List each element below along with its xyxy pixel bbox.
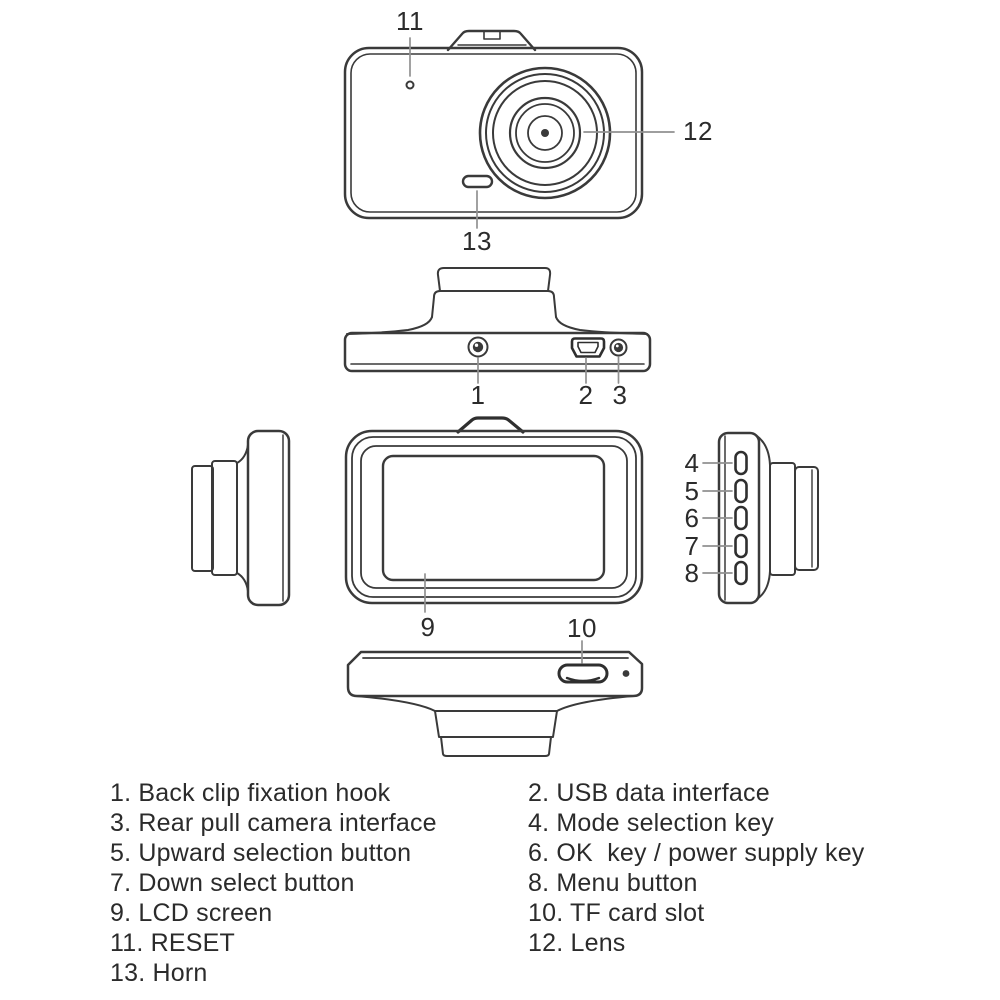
mode-key bbox=[734, 450, 748, 476]
lens-center-dot bbox=[541, 129, 549, 137]
right-side-view bbox=[717, 431, 819, 605]
top-view bbox=[343, 267, 652, 373]
left-body-slab bbox=[246, 429, 291, 607]
callout-6: 6 bbox=[684, 503, 700, 533]
camera-body-inner-line bbox=[350, 53, 637, 213]
callout-10: 10 bbox=[567, 613, 597, 643]
callout-7: 7 bbox=[684, 531, 700, 561]
lens-barrel-mid-right bbox=[769, 462, 796, 576]
top-body-outline bbox=[343, 331, 652, 373]
down-key bbox=[734, 533, 748, 559]
bottom-flare-right bbox=[556, 695, 634, 712]
legend-item-8: 8. Menu button bbox=[528, 869, 698, 897]
barrel-top-block-a bbox=[436, 267, 552, 292]
barrel-bottom-block-b bbox=[440, 736, 552, 757]
callout-11: 11 bbox=[396, 6, 424, 36]
back-view bbox=[344, 416, 644, 605]
legend-item-13: 13. Horn bbox=[110, 959, 208, 987]
legend-item-12: 12. Lens bbox=[528, 929, 626, 957]
callout-9: 9 bbox=[420, 612, 436, 642]
side-buttons bbox=[734, 450, 748, 586]
callout-5: 5 bbox=[684, 476, 700, 506]
legend-item-4: 4. Mode selection key bbox=[528, 809, 774, 837]
legend-item-9: 9. LCD screen bbox=[110, 899, 273, 927]
legend-item-11: 11. RESET bbox=[110, 929, 235, 957]
barrel-flare-right bbox=[555, 316, 648, 335]
bottom-view bbox=[346, 650, 644, 757]
lens-barrel-front-left bbox=[191, 465, 214, 572]
callout-8: 8 bbox=[684, 558, 700, 588]
legend-item-10: 10. TF card slot bbox=[528, 899, 705, 927]
menu-key bbox=[734, 560, 748, 586]
barrel-top-block-b bbox=[431, 290, 557, 318]
callout-13: 13 bbox=[462, 226, 492, 256]
rear-camera-jack bbox=[609, 338, 628, 357]
callout-3: 3 bbox=[612, 380, 628, 410]
lcd-screen bbox=[381, 454, 606, 582]
callout-12: 12 bbox=[683, 116, 713, 146]
left-transition-bottom bbox=[236, 572, 249, 592]
legend-item-2: 2. USB data interface bbox=[528, 779, 770, 807]
back-body-outline bbox=[344, 429, 644, 605]
barrel-flare-left bbox=[346, 316, 433, 335]
mount-clip-back bbox=[456, 416, 525, 434]
up-key bbox=[734, 478, 748, 504]
tf-card-slot bbox=[557, 663, 609, 684]
legend-item-6: 6. OK key / power supply key bbox=[528, 839, 865, 867]
callout-2: 2 bbox=[578, 380, 594, 410]
lens-barrel-front-right bbox=[794, 466, 819, 571]
left-side-view bbox=[191, 429, 291, 607]
camera-body-outline bbox=[343, 46, 644, 220]
bottom-flare-left bbox=[355, 695, 436, 712]
leader-lines bbox=[409, 37, 733, 664]
legend-item-3: 3. Rear pull camera interface bbox=[110, 809, 437, 837]
left-transition-top bbox=[236, 444, 249, 464]
bottom-dot bbox=[622, 670, 630, 677]
mount-clip-notch bbox=[483, 30, 501, 40]
callout-4: 4 bbox=[684, 448, 700, 478]
barrel-bottom-block-a bbox=[434, 710, 558, 738]
horn-slot bbox=[461, 174, 494, 189]
callout-1: 1 bbox=[470, 380, 486, 410]
legend-item-5: 5. Upward selection button bbox=[110, 839, 412, 867]
back-clip-hook-port bbox=[467, 336, 489, 358]
reset-hole bbox=[405, 80, 415, 90]
lens-rings bbox=[478, 66, 612, 200]
back-body-line-3 bbox=[360, 445, 628, 589]
back-body-line-2 bbox=[351, 436, 637, 598]
front-view bbox=[343, 29, 644, 220]
usb-port bbox=[570, 337, 606, 358]
legend-item-7: 7. Down select button bbox=[110, 869, 355, 897]
lens-barrel-mid-left bbox=[211, 460, 238, 576]
legend-item-1: 1. Back clip fixation hook bbox=[110, 779, 391, 807]
legend-column-right: 2. USB data interface 4. Mode selection … bbox=[528, 778, 865, 958]
ok-power-key bbox=[734, 505, 748, 531]
legend-column-left: 1. Back clip fixation hook 3. Rear pull … bbox=[110, 778, 437, 988]
mount-clip-front bbox=[446, 29, 537, 52]
